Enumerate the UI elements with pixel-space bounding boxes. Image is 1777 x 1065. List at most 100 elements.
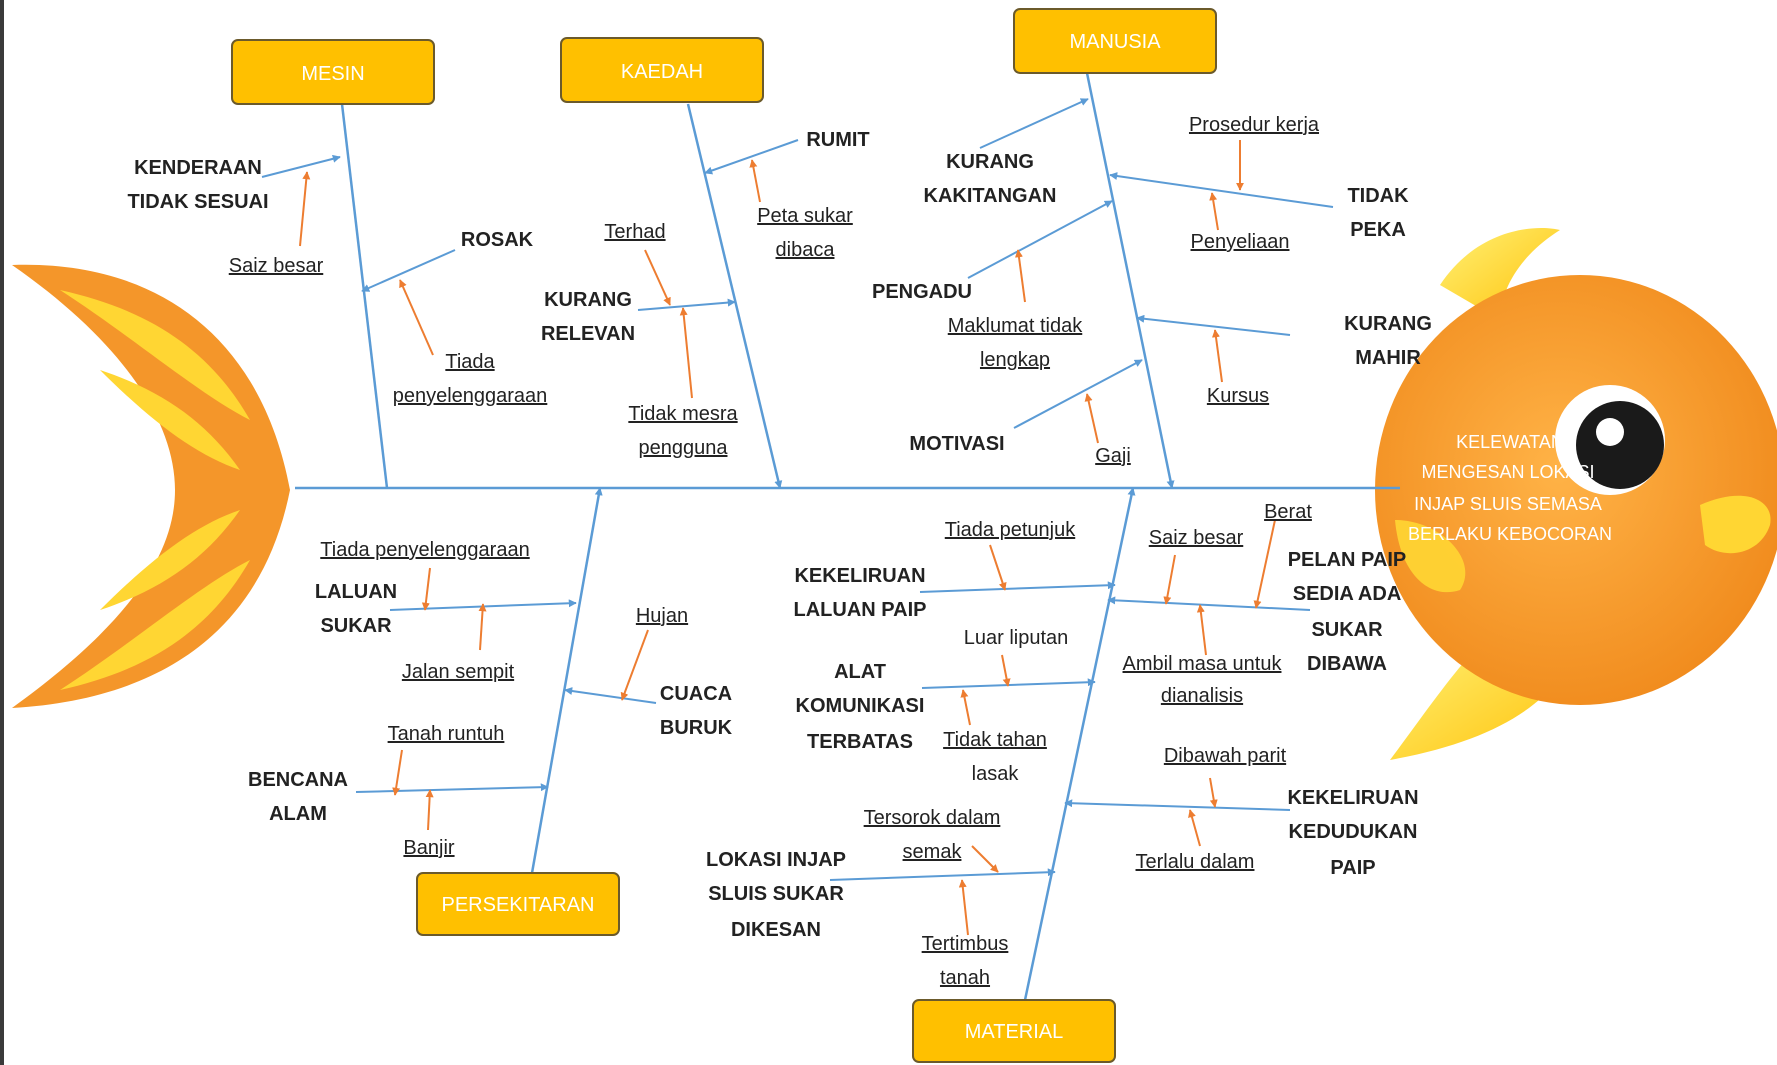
label-tiada-penyelenggaraan-mesin-1: Tiada [445, 351, 495, 373]
label-alat-komunikasi-3: TERBATAS [807, 731, 913, 753]
label-cuaca-buruk-2: BURUK [660, 717, 733, 739]
arrow-saiz-besar-material [1163, 554, 1176, 605]
svg-text:MATERIAL: MATERIAL [965, 1021, 1064, 1043]
fish-head [1375, 228, 1777, 760]
fish-tail [12, 264, 290, 708]
label-kekeliruan-kedudukan-3: PAIP [1330, 857, 1375, 879]
label-tidak-peka-1: TIDAK [1347, 185, 1409, 207]
label-pelan-paip-1: PELAN PAIP [1288, 549, 1407, 571]
label-lokasi-injap-1: LOKASI INJAP [706, 849, 846, 871]
label-kurang-kakitangan-1: KURANG [946, 151, 1034, 173]
arrow-ambil-masa [1196, 604, 1207, 656]
effect-statement: KELEWATAN MENGESAN LOKASI INJAP SLUIS SE… [1408, 432, 1612, 544]
label-banjir: Banjir [403, 837, 454, 859]
branch-rumit [704, 139, 799, 175]
bone-mesin [340, 103, 389, 489]
label-alat-komunikasi-2: KOMUNIKASI [796, 695, 925, 717]
branch-rosak [361, 249, 456, 292]
label-bencana-alam-1: BENCANA [248, 769, 348, 791]
label-peta-2: dibaca [776, 239, 836, 261]
label-saiz-besar-mesin: Saiz besar [229, 255, 324, 277]
label-terhad: Terhad [604, 221, 665, 243]
label-laluan-sukar-2: SUKAR [320, 615, 392, 637]
label-pengadu: PENGADU [872, 281, 972, 303]
branch-tidak-peka [1109, 172, 1334, 208]
label-ambil-masa-2: dianalisis [1161, 685, 1243, 707]
category-mesin: MESIN [231, 39, 435, 105]
label-kurang-relevan-2: RELEVAN [541, 323, 635, 345]
category-manusia: MANUSIA [1013, 8, 1217, 74]
label-hujan: Hujan [636, 605, 688, 627]
arrow-maklumat [1014, 249, 1026, 303]
label-jalan-sempit: Jalan sempit [402, 661, 515, 683]
label-lokasi-injap-2: SLUIS SUKAR [708, 883, 844, 905]
label-laluan-sukar-1: LALUAN [315, 581, 397, 603]
label-pelan-paip-3: SUKAR [1311, 619, 1383, 641]
effect-line-2: MENGESAN LOKASI [1421, 462, 1594, 482]
label-kenderaan-2: TIDAK SESUAI [127, 191, 268, 213]
arrow-banjir [425, 789, 434, 831]
arrow-saiz-besar-mesin [299, 171, 311, 247]
label-kurang-mahir-1: KURANG [1344, 313, 1432, 335]
label-alat-komunikasi-1: ALAT [834, 661, 886, 683]
label-kenderaan-1: KENDERAAN [134, 157, 262, 179]
label-kekeliruan-laluan-2: LALUAN PAIP [794, 599, 927, 621]
label-tersorok-1: Tersorok dalam [864, 807, 1001, 829]
label-tidak-tahan-2: lasak [972, 763, 1020, 785]
label-terlalu-dalam: Terlalu dalam [1136, 851, 1255, 873]
label-rosak: ROSAK [461, 229, 534, 251]
label-maklumat-2: lengkap [980, 349, 1050, 371]
arrow-kursus [1211, 329, 1223, 383]
arrow-jalan-sempit [478, 603, 487, 651]
branch-kenderaan [261, 154, 341, 178]
label-cuaca-buruk-1: CUACA [660, 683, 732, 705]
category-persekitaran: PERSEKITARAN [416, 872, 620, 936]
branch-kurang-mahir [1136, 314, 1291, 336]
label-saiz-besar-material: Saiz besar [1149, 527, 1244, 549]
label-gaji: Gaji [1095, 445, 1131, 467]
label-luar-liputan: Luar liputan [964, 627, 1069, 649]
label-motivasi: MOTIVASI [909, 433, 1004, 455]
left-frame-edge [0, 0, 4, 1065]
arrow-penyeliaan [1209, 192, 1219, 231]
branch-kurang-kakitangan [979, 98, 1089, 149]
label-maklumat-1: Maklumat tidak [948, 315, 1083, 337]
arrow-terlalu-dalam [1188, 809, 1201, 847]
branch-pengadu [967, 200, 1113, 279]
svg-text:KAEDAH: KAEDAH [621, 61, 703, 83]
branch-kekeliruan-laluan [919, 581, 1116, 593]
svg-text:PERSEKITARAN: PERSEKITARAN [442, 894, 595, 916]
label-kekeliruan-kedudukan-1: KEKELIRUAN [1287, 787, 1418, 809]
effect-line-1: KELEWATAN [1456, 432, 1564, 452]
label-penyeliaan: Penyeliaan [1191, 231, 1290, 253]
label-prosedur: Prosedur kerja [1189, 114, 1320, 136]
category-material: MATERIAL [912, 999, 1116, 1063]
label-tidak-tahan-1: Tidak tahan [943, 729, 1047, 751]
arrow-luar-liputan [1001, 654, 1011, 687]
arrow-gaji [1084, 393, 1099, 444]
arrow-peta [749, 159, 761, 203]
category-kaedah: KAEDAH [560, 37, 764, 103]
bone-manusia [1085, 72, 1175, 489]
label-tidak-mesra-1: Tidak mesra [628, 403, 738, 425]
label-tiada-penyelenggaraan-persekitaran: Tiada penyelenggaraan [320, 539, 529, 561]
label-tanah-runtuh: Tanah runtuh [388, 723, 505, 745]
label-peta-1: Peta sukar [757, 205, 853, 227]
bone-material [1023, 487, 1136, 1001]
label-tersorok-2: semak [903, 841, 963, 863]
branch-lokasi-injap [829, 868, 1056, 881]
arrow-tersorok [971, 845, 999, 873]
label-tiada-petunjuk: Tiada petunjuk [945, 519, 1076, 541]
label-kurang-kakitangan-2: KAKITANGAN [924, 185, 1057, 207]
arrow-tertimbus [958, 879, 969, 936]
branch-cuaca-buruk [564, 687, 657, 704]
label-pelan-paip-2: SEDIA ADA [1293, 583, 1402, 605]
label-lokasi-injap-3: DIKESAN [731, 919, 821, 941]
effect-line-3: INJAP SLUIS SEMASA [1414, 494, 1602, 514]
arrow-tidak-tahan [960, 689, 971, 726]
label-pelan-paip-4: DIBAWA [1307, 653, 1387, 675]
arrow-tanah-runtuh [392, 749, 403, 796]
label-tidak-mesra-2: pengguna [639, 437, 729, 459]
label-bencana-alam-2: ALAM [269, 803, 327, 825]
